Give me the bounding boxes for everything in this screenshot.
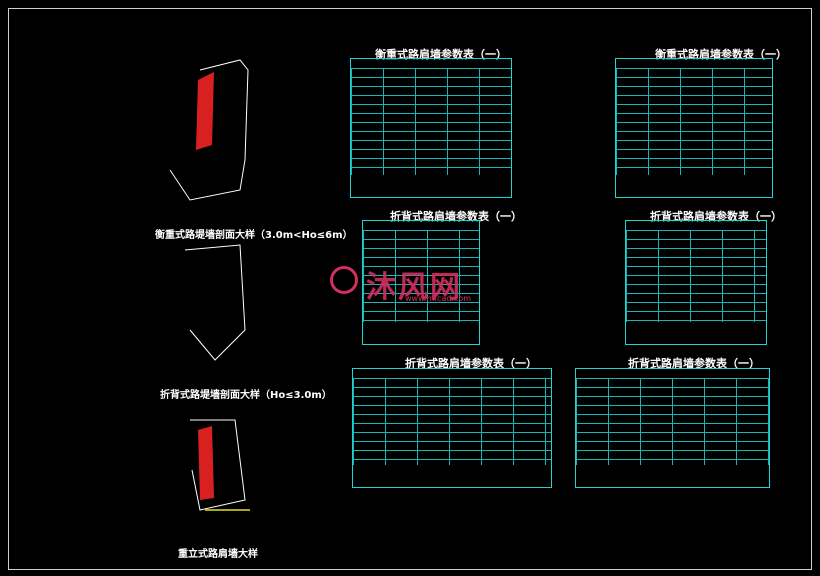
caption-3: 重立式路肩墙大样: [178, 549, 258, 560]
table-5-title: 折背式路肩墙参数表（一）: [405, 357, 537, 370]
table-2: [615, 58, 773, 198]
table-4-title: 折背式路肩墙参数表（一）: [650, 210, 782, 223]
caption-1: 衡重式路堤墙剖面大样（3.0m<Ho≤6m）: [155, 230, 353, 241]
table-2-title: 衡重式路肩墙参数表（一）: [655, 48, 787, 61]
watermark-url: www.mfcad.com: [405, 294, 472, 303]
watermark-brand: 沐风网: [366, 270, 462, 305]
table-4: [625, 220, 767, 345]
caption-2: 折背式路堤墙剖面大样（Ho≤3.0m）: [160, 390, 332, 401]
table-1-title: 衡重式路肩墙参数表（一）: [375, 48, 507, 61]
drawing-frame: [8, 8, 812, 570]
table-3-title: 折背式路肩墙参数表（一）: [390, 210, 522, 223]
table-1: [350, 58, 512, 198]
table-6: [575, 368, 770, 488]
table-3: [362, 220, 480, 345]
table-5: [352, 368, 552, 488]
watermark-logo-icon: [330, 266, 358, 294]
table-6-title: 折背式路肩墙参数表（一）: [628, 357, 760, 370]
